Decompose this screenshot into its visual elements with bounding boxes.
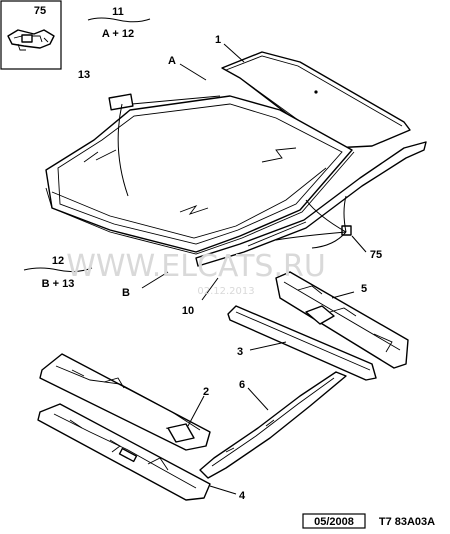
inset-label: 75 [34, 5, 46, 17]
windscreen-seal [45, 151, 355, 255]
header-rail-3 [227, 305, 377, 381]
leader-lines [117, 43, 367, 495]
side-frame-6 [199, 371, 347, 479]
clip-13 [108, 93, 134, 111]
label-part-A: A [168, 55, 176, 67]
footer-date: 05/2008 [314, 516, 354, 528]
label-part-13: 13 [78, 69, 90, 81]
callout-11: 11 A + 12 [87, 6, 151, 40]
front-header-2 [39, 353, 211, 451]
label-part-10: 10 [182, 305, 194, 317]
svg-text:11: 11 [112, 6, 124, 18]
callout-12: 12 B + 13 [23, 255, 93, 290]
label-part-1: 1 [215, 34, 221, 46]
watermark-site: WWW.ELCATS.RU [66, 249, 326, 284]
label-part-3: 3 [237, 346, 243, 358]
clip-part-icon [7, 29, 55, 51]
label-part-4: 4 [239, 490, 246, 502]
svg-text:A + 12: A + 12 [102, 28, 134, 40]
clip-75 [341, 225, 352, 236]
rear-header-4 [37, 403, 211, 501]
windscreen-glass [45, 95, 353, 253]
roof-side-rail [195, 141, 427, 267]
svg-text:B + 13: B + 13 [42, 278, 75, 290]
label-part-5: 5 [361, 283, 367, 295]
footer-code: T7 83A03A [379, 516, 435, 528]
label-part-2: 2 [203, 386, 209, 398]
label-part-B: B [122, 287, 130, 299]
label-part-75: 75 [370, 249, 382, 261]
inset-box: 75 [0, 0, 62, 70]
svg-text:12: 12 [52, 255, 64, 267]
label-part-6: 6 [239, 379, 245, 391]
watermark-date: 02.12.2013 [197, 286, 254, 297]
footer: 05/2008 T7 83A03A [302, 513, 435, 529]
cross-member-5 [275, 271, 409, 369]
